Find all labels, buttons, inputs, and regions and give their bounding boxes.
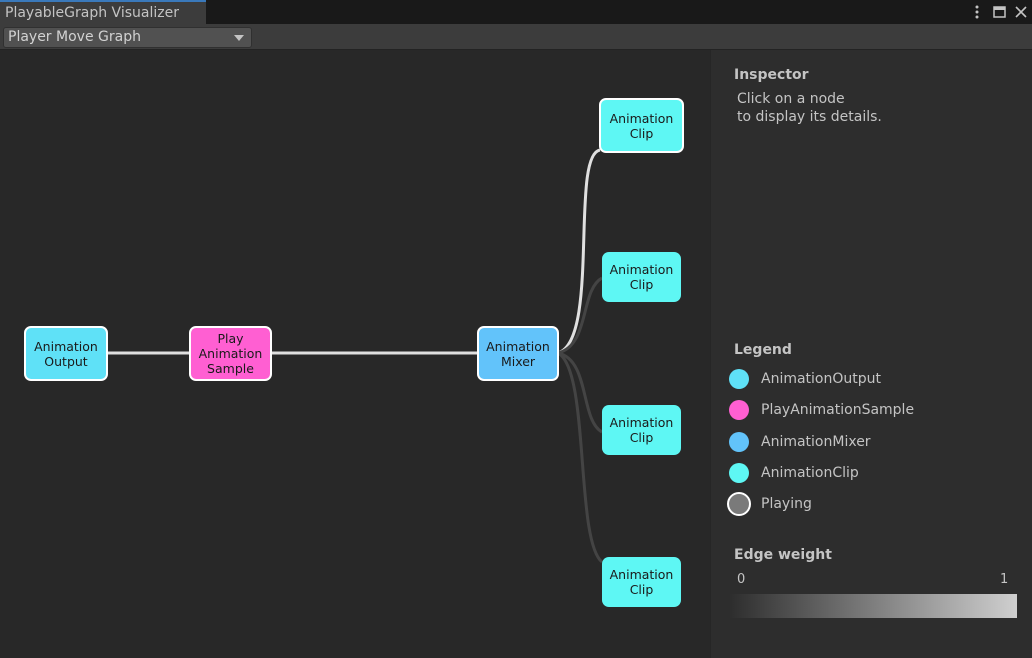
node-play-animation-sample[interactable]: Play Animation Sample: [189, 326, 272, 381]
node-animation-clip-2[interactable]: Animation Clip: [602, 252, 681, 302]
node-animation-clip-3[interactable]: Animation Clip: [602, 405, 681, 455]
inspector-message-line2: to display its details.: [737, 109, 882, 125]
legend-title: Legend: [734, 342, 792, 358]
edge-mixer-clip3: [557, 351, 603, 434]
legend-label: AnimationOutput: [761, 371, 882, 387]
edge-weight-gradient: [729, 594, 1017, 618]
edge-weight-title: Edge weight: [734, 547, 832, 563]
inspector-message: Click on a node to display its details.: [737, 90, 882, 126]
legend-item-animation-output: AnimationOutput: [729, 367, 881, 391]
edge-weight-max: 1: [1000, 572, 1009, 587]
inspector-title: Inspector: [734, 67, 809, 83]
window-controls: [970, 3, 1028, 21]
edge-mixer-clip1: [557, 148, 601, 355]
node-animation-output[interactable]: Animation Output: [24, 326, 108, 381]
legend-label: AnimationClip: [761, 465, 859, 481]
animation-mixer-swatch: [729, 432, 749, 452]
inspector-message-line1: Click on a node: [737, 91, 845, 107]
playing-swatch: [727, 492, 751, 516]
chevron-down-icon: [234, 35, 244, 41]
legend-item-playing: Playing: [727, 492, 812, 516]
legend-item-play-animation-sample: PlayAnimationSample: [729, 398, 914, 422]
legend-item-animation-clip: AnimationClip: [729, 461, 859, 485]
edge-weight-min: 0: [737, 572, 746, 587]
window-tab[interactable]: PlayableGraph Visualizer: [0, 0, 206, 24]
legend-label: Playing: [761, 496, 812, 512]
graph-select-dropdown[interactable]: Player Move Graph: [3, 27, 252, 48]
legend-label: AnimationMixer: [761, 434, 871, 450]
legend-item-animation-mixer: AnimationMixer: [729, 430, 871, 454]
toolbar: Player Move Graph: [0, 24, 1032, 50]
legend-label: PlayAnimationSample: [761, 402, 915, 418]
node-animation-clip-1[interactable]: Animation Clip: [599, 98, 684, 153]
close-icon[interactable]: [1014, 4, 1028, 20]
maximize-icon[interactable]: [992, 4, 1006, 20]
more-options-icon[interactable]: [970, 4, 984, 20]
inspector-panel: Inspector Click on a node to display its…: [710, 50, 1032, 658]
graph-select-value: Player Move Graph: [8, 29, 141, 45]
graph-edges: [107, 148, 604, 564]
edge-mixer-clip4: [557, 351, 604, 564]
graph-canvas[interactable]: Animation Output Play Animation Sample A…: [0, 50, 710, 658]
play-animation-sample-swatch: [729, 400, 749, 420]
animation-output-swatch: [729, 369, 749, 389]
node-animation-mixer[interactable]: Animation Mixer: [477, 326, 559, 381]
edge-mixer-clip2: [557, 276, 603, 355]
node-animation-clip-4[interactable]: Animation Clip: [602, 557, 681, 607]
window-tab-bar: PlayableGraph Visualizer: [0, 0, 1032, 24]
window-title: PlayableGraph Visualizer: [5, 5, 179, 21]
animation-clip-swatch: [729, 463, 749, 483]
